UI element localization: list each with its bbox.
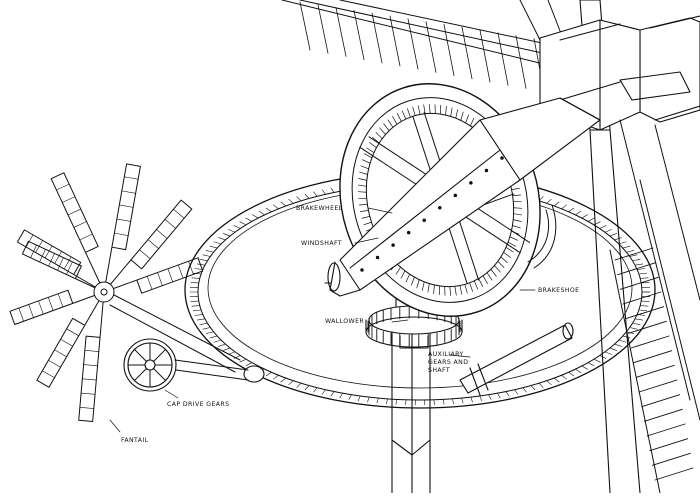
label-brakeshoe: BRAKESHOE — [538, 287, 579, 294]
label-cap-drive-gears: CAP DRIVE GEARS — [167, 401, 229, 408]
label-auxiliary-3: SHAFT — [428, 367, 450, 374]
label-brakewheel: BRAKEWHEEL — [296, 205, 343, 212]
cap-frame — [540, 0, 700, 493]
label-windshaft: WINDSHAFT — [301, 240, 342, 247]
label-fantail: FANTAIL — [121, 437, 149, 444]
cap-drive-gears — [124, 339, 264, 391]
label-auxiliary-2: GEARS AND — [428, 359, 468, 366]
ladder-right — [610, 120, 700, 493]
auxiliary-shaft — [460, 323, 573, 395]
label-wallower: WALLOWER — [325, 318, 364, 325]
sail-lattice-top — [282, 0, 575, 92]
label-auxiliary-1: AUXILIARY — [428, 351, 464, 358]
fantail — [10, 164, 240, 422]
